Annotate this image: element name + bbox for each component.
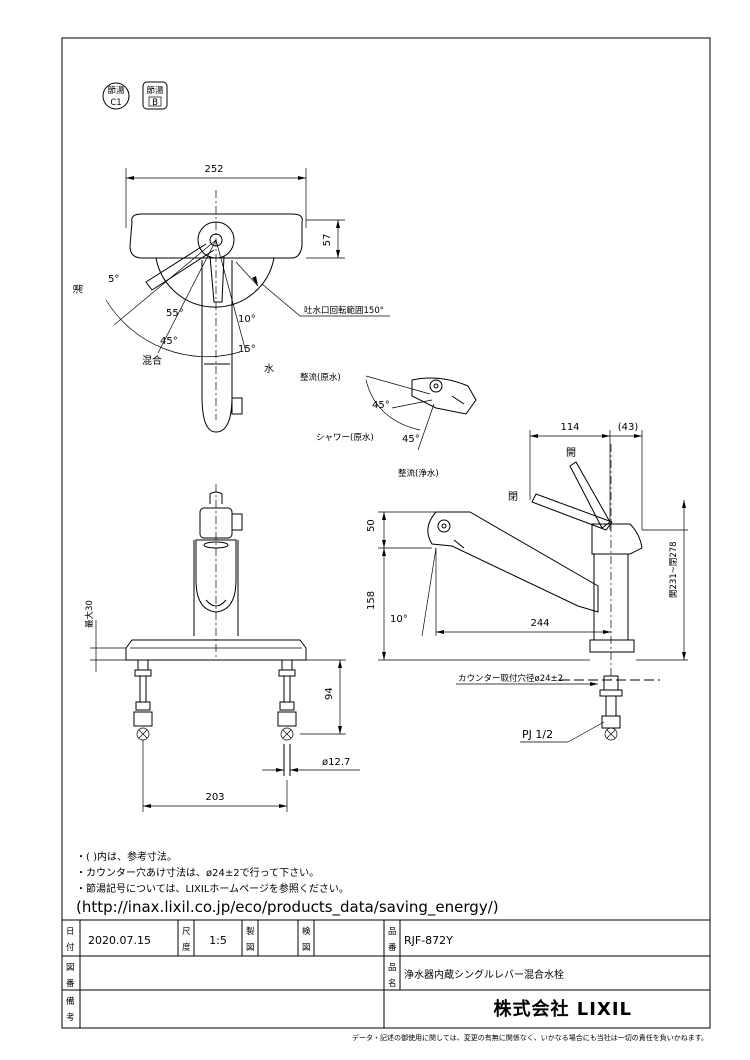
remarks-label-1: 備	[66, 996, 75, 1007]
part-label-1: 品	[388, 927, 397, 937]
date-label-2: 付	[66, 942, 75, 953]
dim-50-label: 50	[366, 519, 377, 532]
pitch-label: 203	[205, 792, 224, 803]
sheet-border	[61, 37, 711, 1029]
hose-left	[133, 659, 153, 741]
scale-value: 1:5	[209, 934, 227, 947]
max30-label: 最大30	[84, 600, 95, 628]
reach-label: 244	[530, 618, 549, 629]
part-label-2: 番	[388, 942, 397, 953]
note-1: ・( )内は、参考寸法。	[76, 850, 177, 863]
dim-94-label: 94	[324, 687, 335, 700]
note-url: (http://inax.lixil.co.jp/eco/products_da…	[76, 898, 499, 917]
height-range-label: 開231~閉278	[669, 541, 679, 598]
scale-label-2: 度	[182, 942, 191, 953]
angle-5-label: 5°	[108, 274, 119, 285]
eco-badges: 節湯 C1 節湯 B	[102, 81, 168, 110]
check-label-1: 検	[302, 926, 311, 937]
scale-label-1: 尺	[182, 927, 191, 937]
drawn-label-2: 図	[246, 943, 255, 953]
angle-45b-label: 45°	[402, 434, 420, 445]
top-view: 252 57 湯 混合 水 5° 55° 45° 10°	[72, 164, 390, 433]
mixed-label: 混合	[142, 354, 162, 367]
pipe-dia-label: ø12.7	[322, 757, 350, 768]
angle-45-label: 45°	[160, 336, 178, 347]
spray-head-view: 整流(原水) 45° シャワー(原水) 45° 整流(浄水)	[300, 372, 477, 479]
angle-45a-label: 45°	[372, 400, 390, 411]
check-label-2: 図	[302, 943, 311, 953]
name-label-2: 名	[388, 978, 397, 989]
angle-10-label: 10°	[238, 314, 256, 325]
angle-55-label: 55°	[166, 308, 184, 319]
note-2: ・カウンター穴あけ寸法は、ø24±2で行って下さい。	[76, 866, 319, 879]
part-number: RJF-872Y	[404, 934, 453, 947]
open-label: 開	[566, 447, 576, 459]
notes: ・( )内は、参考寸法。 ・カウンター穴あけ寸法は、ø24±2で行って下さい。 …	[76, 850, 499, 917]
disclaimer: データ・記述の御使用に関しては、変更の有無に関係なく、いかなる場合にも当社は一切…	[352, 1033, 708, 1042]
badge-b-top: 節湯	[146, 85, 164, 96]
badge-b-bottom: B	[152, 98, 158, 108]
side-view: 114 (43) 開 閉 50 158 10° 244	[366, 422, 688, 743]
flow-purified-label: 整流(浄水)	[398, 468, 439, 479]
pj-label: PJ 1/2	[522, 728, 553, 741]
close-label: 閉	[508, 491, 518, 503]
dim-114-label: 114	[560, 422, 579, 433]
remarks-label-2: 考	[66, 1013, 75, 1023]
flow-raw-label: 整流(原水)	[300, 372, 341, 383]
cold-label: 水	[264, 363, 274, 375]
shower-raw-label: シャワー(原水)	[316, 432, 374, 443]
hose-right	[277, 659, 297, 776]
spout-rotation-label: 吐水口回転範囲150°	[304, 305, 384, 316]
dim-158-label: 158	[366, 591, 377, 610]
dim-depth-label: 57	[322, 234, 333, 247]
angle-15-label: 15°	[238, 344, 256, 355]
name-label-1: 品	[388, 963, 397, 973]
badge-c1-top: 節湯	[107, 85, 125, 96]
badge-b-icon	[142, 81, 168, 110]
dwg-label-1: 図	[66, 963, 75, 973]
counter-hole-label: カウンター取付穴径ø24±2	[458, 673, 563, 684]
side-angle-10-label: 10°	[390, 614, 408, 625]
dim-43-label: (43)	[618, 422, 639, 433]
badge-c1-icon	[102, 82, 130, 110]
drawn-label-1: 製	[246, 926, 255, 937]
note-3: ・節湯記号については、LIXILホームページを参照ください。	[76, 882, 349, 895]
date-value: 2020.07.15	[88, 934, 151, 947]
badge-c1-bottom: C1	[110, 98, 121, 108]
dwg-label-2: 番	[66, 978, 75, 989]
hot-label: 湯	[72, 284, 85, 294]
front-view: 最大30 94 ø12.7 203	[84, 484, 360, 812]
date-label-1: 日	[66, 927, 75, 937]
company-logo: 株式会社 LIXIL	[494, 998, 632, 1020]
dim-width-label: 252	[204, 164, 223, 175]
title-block: 日 付 2020.07.15 尺 度 1:5 製 図 検 図 品 番 RJF-8…	[62, 919, 710, 1028]
product-name: 浄水器内蔵シングルレバー混合水栓	[404, 968, 564, 981]
